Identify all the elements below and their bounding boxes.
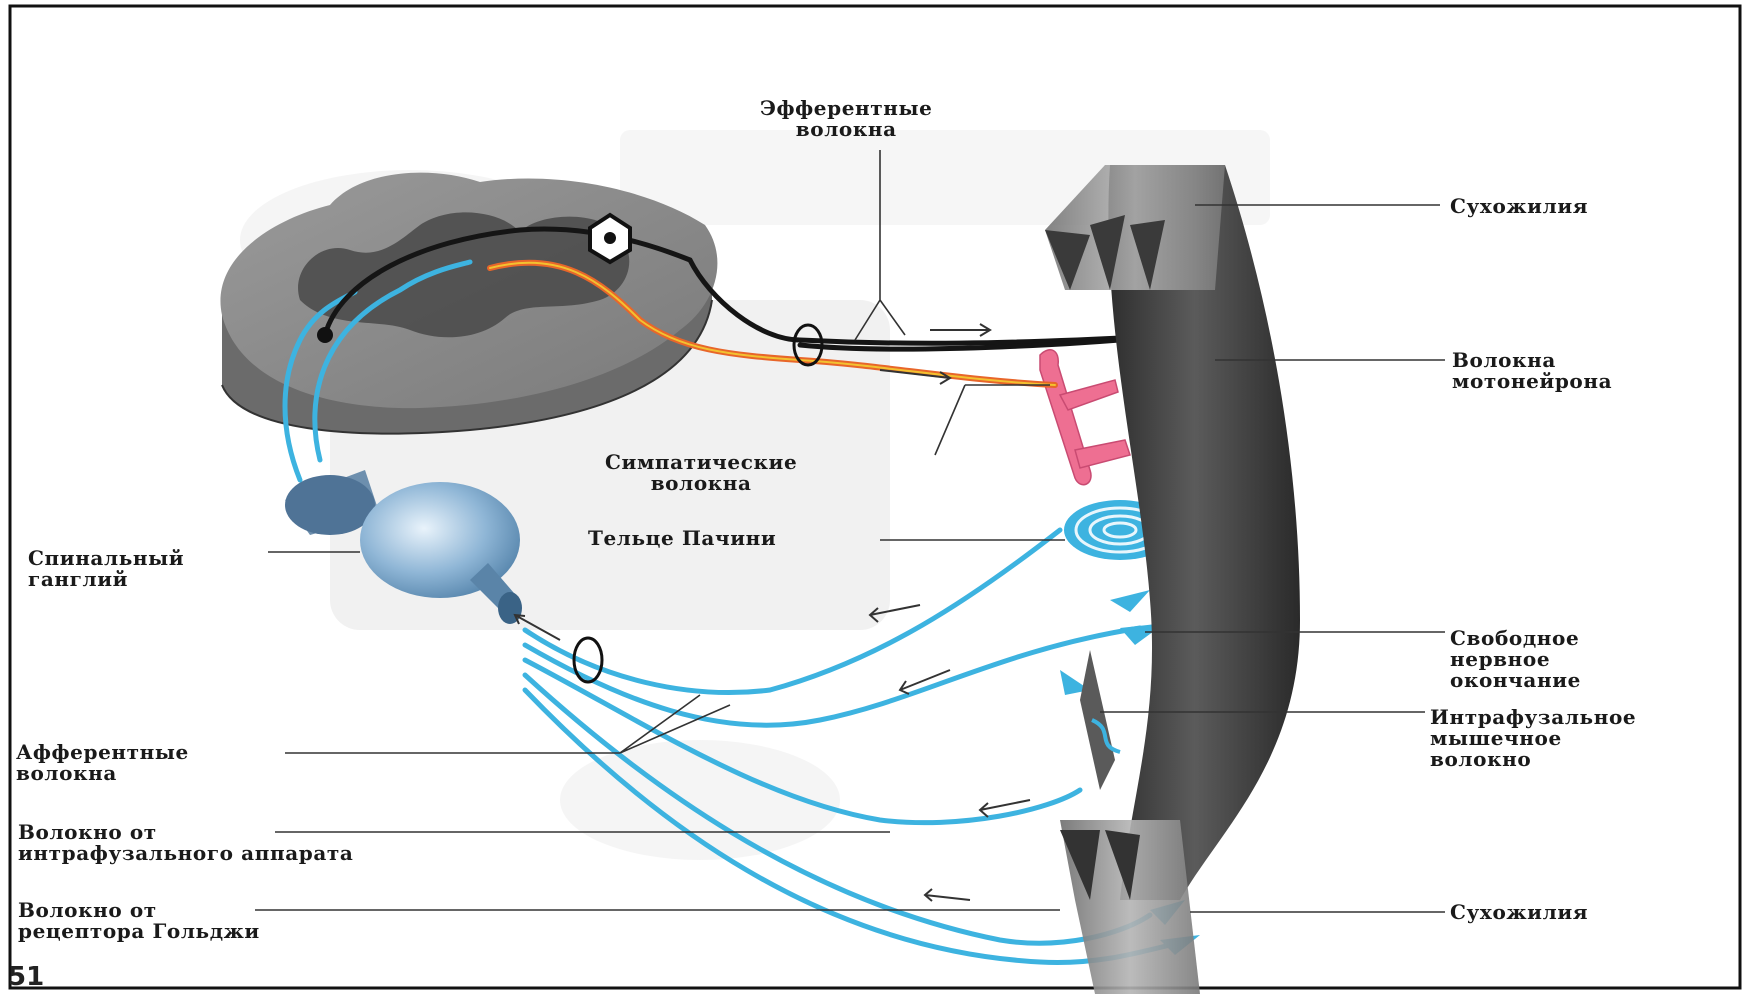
label-afferent-fibers: Афферентные волокна — [16, 742, 189, 784]
muscle — [1045, 165, 1300, 994]
label-intrafusal-apparatus-fiber: Волокно от интрафузального аппарата — [18, 822, 353, 864]
page-number: 51 — [8, 962, 44, 992]
label-free-nerve-ending: Свободное нервное окончание — [1450, 628, 1581, 691]
label-intrafusal-muscle-fiber: Интрафузальное мышечное волокно — [1430, 707, 1636, 770]
blood-vessel — [1040, 350, 1130, 485]
label-efferent-fibers: Эфферентные волокна — [760, 98, 932, 140]
label-pacinian-corpuscle: Тельце Пачини — [588, 528, 776, 549]
label-motoneuron-fibers: Волокна мотонейрона — [1452, 350, 1612, 392]
label-spinal-ganglion: Спинальный ганглий — [28, 548, 184, 590]
label-tendon-top: Сухожилия — [1450, 196, 1588, 217]
label-tendon-bottom: Сухожилия — [1450, 902, 1588, 923]
label-golgi-receptor-fiber: Волокно от рецептора Гольджи — [18, 900, 260, 942]
label-sympathetic-fibers: Симпатические волокна — [605, 452, 797, 494]
